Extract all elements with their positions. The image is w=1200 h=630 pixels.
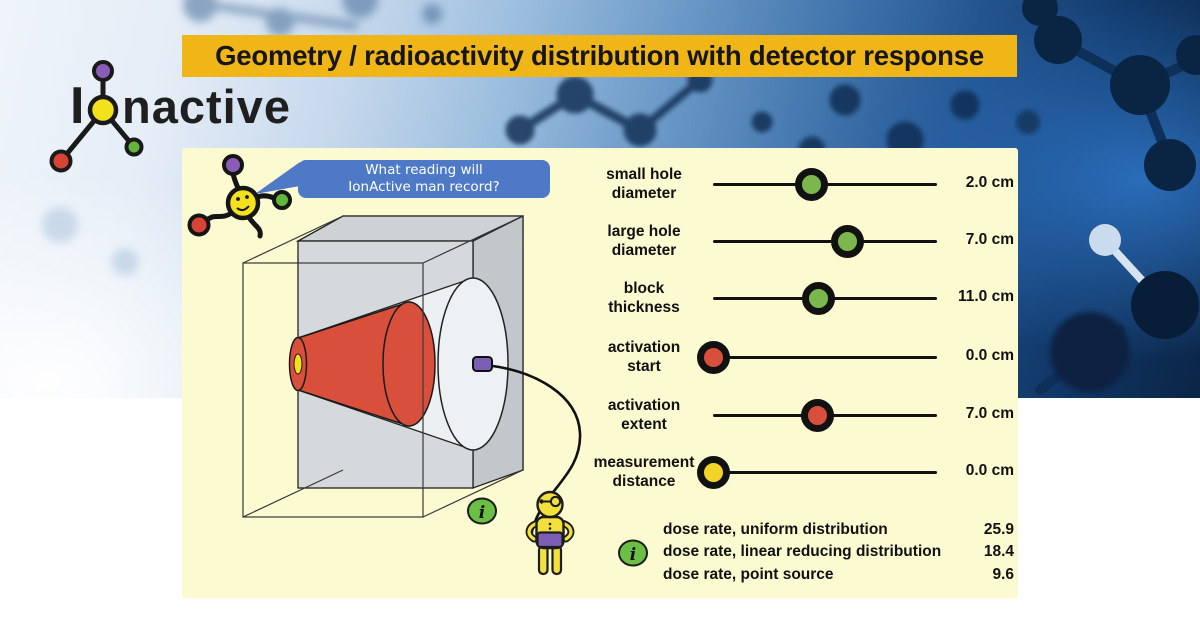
- simulator-panel: i i What reading wil: [182, 148, 1018, 598]
- svg-text:i: i: [630, 545, 636, 565]
- slider-knob-activation-extent[interactable]: [800, 398, 834, 432]
- ionactive-logo: I nactive: [49, 60, 291, 173]
- slider-knob-small-hole-diameter[interactable]: [795, 167, 829, 201]
- slider-knob-activation-start[interactable]: [696, 340, 730, 374]
- man-legs: [537, 544, 563, 576]
- slider-value: 0.0 cm: [965, 347, 1014, 364]
- slider-knob-block-thickness[interactable]: [801, 281, 835, 315]
- dose-value: 18.4: [983, 543, 1014, 560]
- detector-probe: [472, 356, 493, 372]
- dose-label: dose rate, point source: [663, 566, 834, 583]
- molecule-cluster-top-left: [183, 0, 442, 36]
- wireframe-front-edges: [242, 215, 524, 518]
- logo-yellow-atom: [87, 94, 119, 126]
- man-glasses: [549, 495, 562, 508]
- info-icon-dose[interactable]: i: [618, 539, 648, 567]
- slider-track[interactable]: [713, 471, 937, 474]
- slider-value: 0.0 cm: [965, 462, 1014, 479]
- speech-bubble-line2: IonActive man record?: [348, 179, 500, 195]
- slider-track[interactable]: [713, 356, 937, 359]
- svg-text:i: i: [479, 503, 485, 523]
- molecule-photo-decoration: [42, 0, 1200, 395]
- speech-bubble-line1: What reading will: [365, 162, 483, 178]
- logo-purple-atom: [92, 60, 114, 82]
- mascot-face: [225, 185, 261, 221]
- ionactive-man: [525, 490, 575, 576]
- mascot-red-atom: [187, 213, 211, 237]
- slider-value: 2.0 cm: [965, 174, 1014, 191]
- page-title: Geometry / radioactivity distribution wi…: [215, 40, 984, 71]
- dose-value: 9.6: [992, 566, 1014, 583]
- geometry-diagram: i i: [187, 154, 648, 576]
- dose-value: 25.9: [983, 521, 1014, 538]
- logo-text-suffix: nactive: [122, 80, 291, 133]
- info-icon-diagram[interactable]: i: [467, 497, 497, 525]
- speech-bubble-tail: [255, 162, 300, 194]
- activation-cone: [288, 300, 436, 428]
- slider-knob-measurement-distance[interactable]: [696, 455, 730, 489]
- logo-red-atom: [49, 149, 73, 173]
- mascot-green-atom: [272, 190, 292, 210]
- mascot-molecule: [187, 154, 292, 239]
- molecule-cluster-right: [1016, 0, 1200, 395]
- dose-label: dose rate, uniform distribution: [663, 521, 888, 538]
- slider-value: 7.0 cm: [965, 405, 1014, 422]
- man-head: [536, 490, 564, 519]
- slider-knob-large-hole-diameter[interactable]: [830, 224, 864, 258]
- title-banner: Geometry / radioactivity distribution wi…: [182, 35, 1017, 77]
- speech-bubble: What reading will IonActive man record?: [298, 160, 550, 198]
- molecule-cluster-left: [42, 207, 139, 276]
- logo-text-prefix: I: [70, 77, 84, 135]
- slider-value: 11.0 cm: [957, 288, 1014, 305]
- logo-green-atom: [124, 137, 144, 157]
- man-dose-meter: [536, 531, 564, 549]
- molecule-cluster-center: [505, 67, 980, 164]
- slider-value: 7.0 cm: [965, 231, 1014, 248]
- dose-label: dose rate, linear reducing distribution: [663, 543, 942, 560]
- mascot-purple-atom: [222, 154, 244, 176]
- slider-track[interactable]: [713, 240, 937, 243]
- source-hole: [293, 353, 303, 375]
